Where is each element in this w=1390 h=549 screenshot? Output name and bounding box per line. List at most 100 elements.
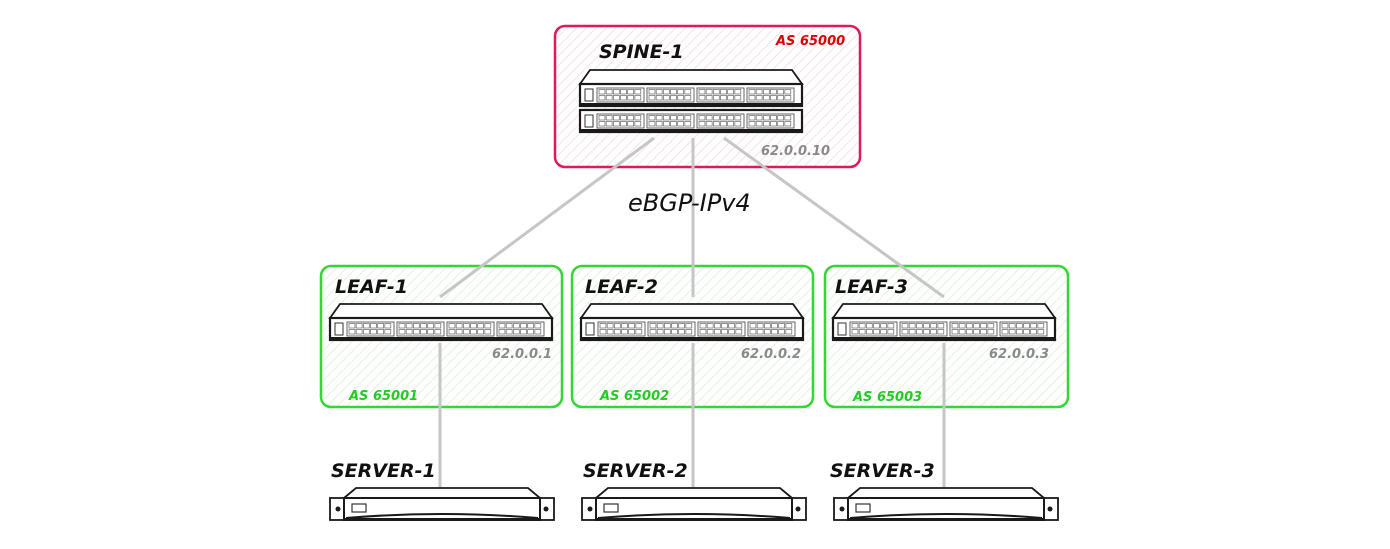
port xyxy=(370,329,377,335)
port xyxy=(684,121,692,127)
port xyxy=(930,329,937,335)
port xyxy=(712,89,720,95)
port xyxy=(621,323,628,329)
port xyxy=(865,329,873,335)
port xyxy=(706,329,714,335)
port xyxy=(534,323,542,329)
port xyxy=(908,329,916,335)
port xyxy=(728,329,735,335)
drive-bay xyxy=(351,503,367,513)
port xyxy=(777,115,784,121)
port xyxy=(377,329,384,335)
port xyxy=(865,323,873,329)
switch-lid xyxy=(328,303,554,319)
port xyxy=(778,329,785,335)
screw xyxy=(1047,506,1053,512)
server-base xyxy=(344,518,540,521)
server-lid xyxy=(593,487,795,499)
port xyxy=(784,89,792,95)
port xyxy=(627,95,634,101)
port xyxy=(534,329,542,335)
port xyxy=(605,121,613,127)
port xyxy=(520,329,527,335)
port xyxy=(628,329,635,335)
port xyxy=(755,115,763,121)
port xyxy=(762,121,770,127)
port xyxy=(621,329,628,335)
port xyxy=(648,89,656,95)
port xyxy=(901,329,909,335)
leaf-3-name-label: LEAF-3 xyxy=(835,276,908,298)
port xyxy=(634,89,642,95)
port xyxy=(777,95,784,101)
leaf-1-ip-label: 62.0.0.1 xyxy=(492,347,552,362)
port xyxy=(612,89,620,95)
port xyxy=(908,323,916,329)
port xyxy=(598,95,606,101)
port xyxy=(671,329,678,335)
port xyxy=(1030,329,1037,335)
port xyxy=(663,329,671,335)
port xyxy=(612,115,620,121)
port xyxy=(620,115,627,121)
port xyxy=(477,329,484,335)
port xyxy=(498,323,506,329)
port xyxy=(698,115,706,121)
server-lid xyxy=(845,487,1047,499)
port xyxy=(605,95,613,101)
port xyxy=(858,329,866,335)
screw xyxy=(587,506,593,512)
port xyxy=(771,329,778,335)
switch-lid xyxy=(578,69,804,85)
console-port xyxy=(585,322,595,336)
port xyxy=(670,95,677,101)
port xyxy=(620,121,627,127)
server-base xyxy=(596,518,792,521)
port xyxy=(455,323,463,329)
port xyxy=(684,115,692,121)
port xyxy=(756,323,764,329)
port xyxy=(598,89,606,95)
port xyxy=(470,329,477,335)
port xyxy=(677,95,684,101)
port xyxy=(958,329,966,335)
port xyxy=(648,115,656,121)
server-icon xyxy=(833,487,1059,521)
port xyxy=(713,329,721,335)
port xyxy=(635,329,643,335)
port xyxy=(727,121,734,127)
port xyxy=(887,323,895,329)
port xyxy=(762,89,770,95)
port xyxy=(627,89,634,95)
port xyxy=(512,323,520,329)
leaf-2-ip-label: 62.0.0.2 xyxy=(741,347,801,362)
port xyxy=(755,89,763,95)
port xyxy=(412,329,420,335)
port xyxy=(887,329,895,335)
screw xyxy=(543,506,549,512)
port xyxy=(721,323,728,329)
port xyxy=(699,323,707,329)
port xyxy=(1015,329,1023,335)
switch-base xyxy=(580,129,802,132)
port xyxy=(635,323,643,329)
port xyxy=(1015,323,1023,329)
port xyxy=(713,323,721,329)
port xyxy=(634,95,642,101)
port xyxy=(348,323,356,329)
server-1-name-label: SERVER-1 xyxy=(331,460,436,482)
port xyxy=(655,95,663,101)
port xyxy=(851,329,859,335)
port xyxy=(678,323,685,329)
port xyxy=(1023,329,1030,335)
drive-bay xyxy=(603,503,619,513)
port xyxy=(484,323,492,329)
switch-base xyxy=(580,103,802,106)
port xyxy=(370,323,377,329)
port xyxy=(951,323,959,329)
port xyxy=(663,323,671,329)
port xyxy=(770,115,777,121)
switch-base xyxy=(581,337,803,340)
port xyxy=(756,329,764,335)
port xyxy=(655,89,663,95)
